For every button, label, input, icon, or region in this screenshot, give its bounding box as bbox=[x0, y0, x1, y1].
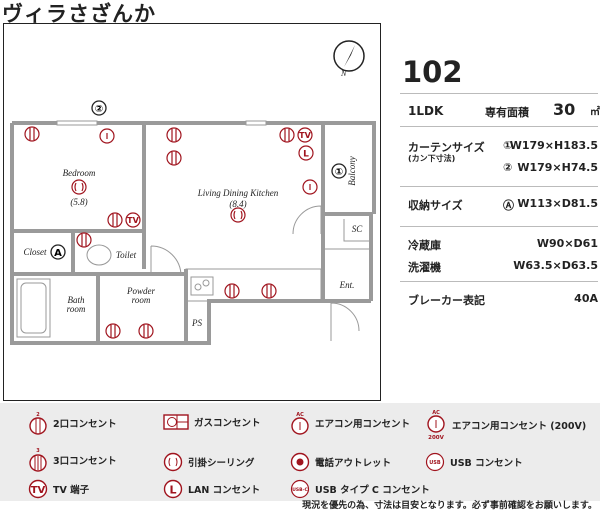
tv-terminal-icon: TV bbox=[28, 479, 48, 499]
ac-outlet-icon bbox=[302, 179, 318, 195]
svg-text:2: 2 bbox=[36, 412, 40, 418]
unit-number: 102 bbox=[402, 55, 463, 89]
label-sc: SC bbox=[352, 224, 364, 234]
ac-200v-outlet-icon: AC 200V bbox=[427, 410, 445, 441]
unit-info: 102 1LDK 専有面積 30 ㎡ カーテンサイズ (カン下寸法) ① W17… bbox=[400, 55, 600, 307]
svg-text:AC: AC bbox=[296, 412, 304, 418]
label-toilet: Toilet bbox=[116, 250, 137, 260]
svg-text:(8.4): (8.4) bbox=[229, 199, 246, 209]
tv-terminal-icon: TV bbox=[125, 212, 141, 228]
outlet-icon bbox=[166, 150, 182, 166]
outlet-icon bbox=[24, 126, 40, 142]
layout-type: 1LDK bbox=[408, 104, 444, 118]
usb-c-outlet-icon: USB-C bbox=[290, 479, 310, 499]
svg-text:TV: TV bbox=[299, 131, 311, 140]
phone-outlet-icon bbox=[290, 452, 310, 472]
label-bedroom: Bedroom bbox=[63, 168, 96, 178]
legend-phone: 電話アウトレット bbox=[290, 452, 391, 472]
window-marker-1: ① bbox=[335, 167, 343, 178]
svg-text:200V: 200V bbox=[428, 435, 444, 441]
ceiling-hook-icon bbox=[230, 207, 246, 223]
usb-outlet-icon: USB bbox=[425, 452, 445, 472]
ac-outlet-icon: AC bbox=[291, 412, 309, 435]
svg-text:TV: TV bbox=[31, 485, 46, 496]
label-bedroom-size: (5.8) bbox=[70, 197, 87, 207]
outlet-icon bbox=[105, 323, 121, 339]
label-ent: Ent. bbox=[339, 280, 355, 290]
lan-outlet-icon: L bbox=[298, 145, 314, 161]
ac-outlet-icon bbox=[99, 128, 115, 144]
svg-text:USB-C: USB-C bbox=[292, 487, 308, 493]
label-powder: Powder bbox=[126, 286, 155, 296]
ceiling-hook-icon bbox=[163, 452, 183, 472]
floor-plan: N TV L TV Bedroom (5.8) Living Dining Kitc… bbox=[3, 23, 381, 401]
disclaimer-note: 現況を優先の為、寸法は目安となります。必ず事前確認をお願いします。 bbox=[302, 501, 597, 511]
label-closet: Closet bbox=[23, 247, 47, 257]
outlet-3-icon: 3 bbox=[29, 448, 47, 472]
outlet-icon bbox=[261, 283, 277, 299]
svg-text:N: N bbox=[340, 69, 347, 78]
tv-terminal-icon: TV bbox=[297, 127, 313, 143]
svg-text:room: room bbox=[67, 304, 86, 314]
svg-text:room: room bbox=[132, 295, 151, 305]
lan-outlet-icon: L bbox=[163, 479, 183, 499]
svg-text:AC: AC bbox=[432, 410, 440, 416]
fridge-size: W90×D61 bbox=[536, 237, 598, 250]
outlet-icon bbox=[107, 212, 123, 228]
svg-text:L: L bbox=[169, 484, 176, 497]
legend-ceiling: 引掛シーリング bbox=[163, 452, 255, 472]
svg-text:TV: TV bbox=[127, 216, 139, 225]
svg-text:3: 3 bbox=[36, 448, 40, 454]
label-bath: Bath bbox=[68, 295, 85, 305]
area-value: 30 bbox=[553, 100, 576, 119]
storage-size: W113×D81.5 bbox=[517, 197, 598, 210]
breaker-value: 40A bbox=[574, 292, 598, 305]
outlet-icon bbox=[279, 127, 295, 143]
outlet-icon bbox=[138, 323, 154, 339]
gas-outlet-icon bbox=[163, 414, 189, 430]
washer-size: W63.5×D63.5 bbox=[513, 259, 598, 272]
building-name: ヴィラさざんか bbox=[2, 2, 156, 26]
outlet-icon bbox=[224, 283, 240, 299]
legend-gas: ガスコンセント bbox=[163, 413, 261, 431]
outlet-2-icon: 2 bbox=[29, 412, 47, 435]
label-balcony: Balcony bbox=[347, 156, 357, 186]
curtain-size-2: W179×H74.5 bbox=[517, 161, 598, 174]
compass-icon: N bbox=[333, 40, 365, 78]
storage-marker-a: A bbox=[54, 248, 62, 259]
svg-text:L: L bbox=[303, 150, 309, 160]
window-marker-2: ② bbox=[95, 104, 103, 115]
curtain-size-1: W179×H183.5 bbox=[509, 139, 598, 152]
outlet-icon bbox=[166, 127, 182, 143]
ceiling-hook-icon bbox=[71, 179, 87, 195]
label-ps: PS bbox=[191, 318, 202, 328]
svg-text:USB: USB bbox=[429, 460, 441, 466]
outlet-icon bbox=[76, 232, 92, 248]
label-ldk: Living Dining Kitchen bbox=[197, 188, 279, 198]
